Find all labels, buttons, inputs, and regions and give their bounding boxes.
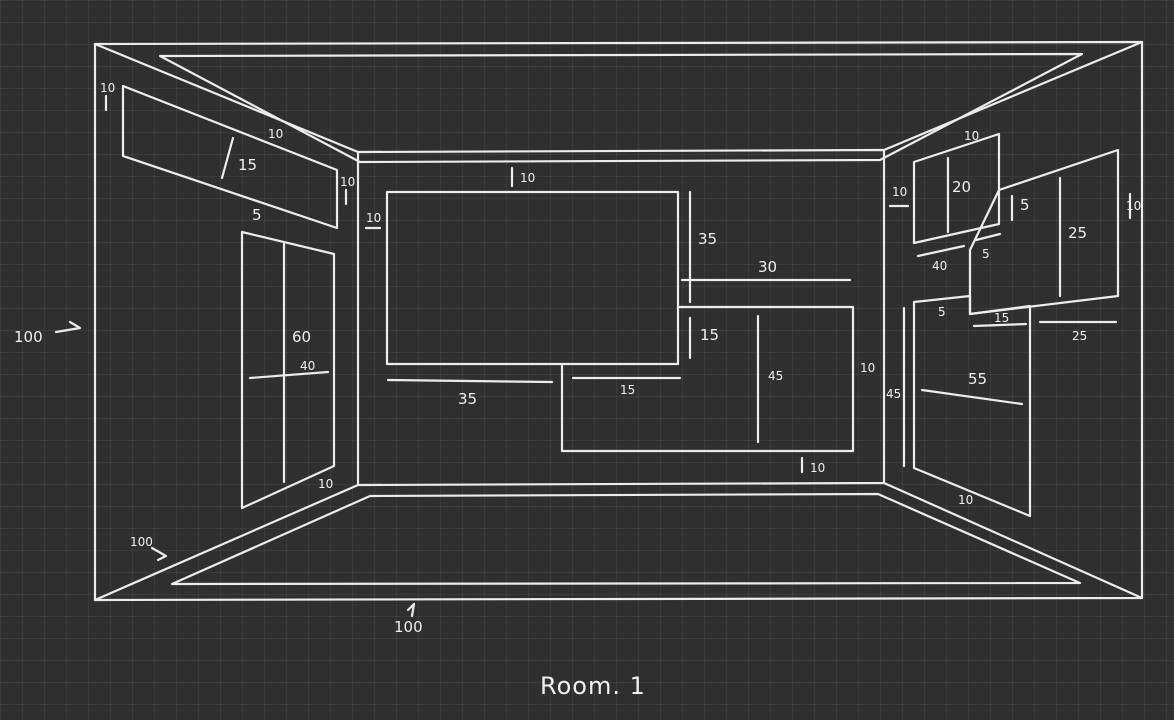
left-door-height-label: 60 xyxy=(292,328,311,346)
width-arrow xyxy=(406,602,416,618)
corner-top-left xyxy=(93,42,360,154)
back-right-margin-label: 10 xyxy=(860,361,875,375)
right-bottom-margin-label: 10 xyxy=(958,493,973,507)
right-tall-width-label: 25 xyxy=(1072,329,1087,343)
back-wall-rect xyxy=(356,148,886,487)
back-panel-a-width-label: 35 xyxy=(458,390,477,408)
corner-bottom-left xyxy=(93,483,360,602)
right-tall-height-label: 25 xyxy=(1068,224,1087,242)
right-wall xyxy=(888,132,1132,518)
right-door-height-label: 45 xyxy=(886,387,901,401)
corner-top-right xyxy=(882,40,1144,152)
wall-height-label: 100 xyxy=(14,328,43,346)
right-left-margin-label: 10 xyxy=(892,185,907,199)
back-panel-b-offset-label: 15 xyxy=(620,383,635,397)
right-small-width-dim xyxy=(916,244,966,258)
left-top-panel-height-label: 15 xyxy=(238,156,257,174)
left-wall xyxy=(104,84,348,510)
right-tall-offset-label: 15 xyxy=(994,311,1009,325)
corner-bottom-right xyxy=(882,481,1144,600)
back-panel-b xyxy=(560,305,855,453)
right-top-margin-label: 10 xyxy=(964,129,979,143)
back-bottom-margin-label: 10 xyxy=(810,461,825,475)
right-door-width-dim xyxy=(920,388,1024,406)
back-panel-a-width-dim xyxy=(386,378,554,384)
left-door xyxy=(240,230,336,510)
left-top-margin-label: 10 xyxy=(268,127,283,141)
right-gap-small-label: 5 xyxy=(982,247,990,261)
back-offset-label: 30 xyxy=(758,258,777,276)
right-small-width-label: 40 xyxy=(932,259,947,273)
height-arrow xyxy=(54,320,82,334)
right-right-margin-label: 10 xyxy=(1126,199,1141,213)
left-door-width-label: 40 xyxy=(300,359,315,373)
right-small-panel xyxy=(912,132,1001,245)
back-panel-b-height-label: 45 xyxy=(768,369,783,383)
left-top-margin-side-label: 10 xyxy=(100,81,115,95)
right-gap-small-dim xyxy=(974,232,1002,242)
room-title: Room. 1 xyxy=(540,672,646,700)
right-tall-panel xyxy=(968,148,1120,316)
depth-arrow xyxy=(150,546,168,562)
back-gap-label: 15 xyxy=(700,326,719,344)
ceiling-trim xyxy=(158,52,1084,164)
right-small-height-label: 20 xyxy=(952,178,971,196)
outer-frame xyxy=(93,40,1144,602)
back-panel-a xyxy=(385,190,680,366)
floor-width-label: 100 xyxy=(394,618,423,636)
wall-depth-label: 100 xyxy=(130,535,153,549)
back-top-margin-label: 10 xyxy=(520,171,535,185)
back-panel-a-height-label: 35 xyxy=(698,230,717,248)
back-left-margin-label: 10 xyxy=(366,211,381,225)
room-outline xyxy=(93,40,1144,602)
right-door-width-label: 55 xyxy=(968,370,987,388)
left-door-width-dim xyxy=(248,370,330,380)
right-gap-v-label: 5 xyxy=(1020,196,1030,214)
floor-trim xyxy=(170,492,1082,586)
left-bottom-margin-label: 10 xyxy=(318,477,333,491)
back-wall xyxy=(364,166,855,474)
right-gap-below-label: 5 xyxy=(938,305,946,319)
left-gap-label: 5 xyxy=(252,206,262,224)
left-top-panel-height-dim xyxy=(220,136,235,180)
right-door xyxy=(912,294,1032,518)
left-top-panel xyxy=(121,84,339,230)
right-tall-offset-dim xyxy=(972,322,1028,328)
outer-arrows xyxy=(54,320,416,618)
left-right-margin-label: 10 xyxy=(340,175,355,189)
